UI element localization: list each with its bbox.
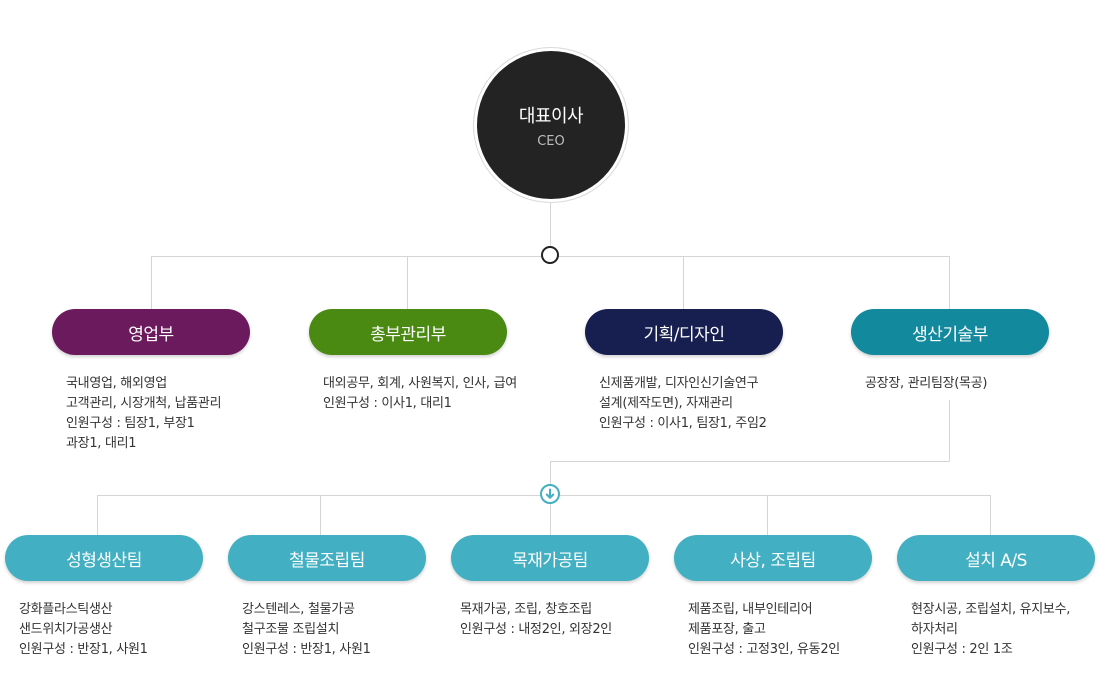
dept-planning-design-desc: 신제품개발, 디자인신기술연구 설계(제작도면), 자재관리 인원구성 : 이사… bbox=[599, 374, 767, 434]
circle-node-icon bbox=[541, 246, 559, 264]
team-installation-label: 설치 A/S bbox=[965, 550, 1027, 571]
dept-admin-line: 대외공무, 회계, 사원복지, 인사, 급여 bbox=[323, 376, 517, 391]
dept-admin-line: 인원구성 : 이사1, 대리1 bbox=[323, 396, 452, 411]
arrow-down-glyph bbox=[545, 488, 555, 499]
team-wood-line: 인원구성 : 내정2인, 외장2인 bbox=[460, 622, 612, 637]
dept-sales: 영업부 bbox=[52, 309, 250, 355]
team-installation-line: 현장시공, 조립설치, 유지보수, bbox=[911, 602, 1071, 617]
dept-admin-desc: 대외공무, 회계, 사원복지, 인사, 급여 인원구성 : 이사1, 대리1 bbox=[323, 374, 517, 414]
team-steel-line: 강스텐레스, 철물가공 bbox=[242, 602, 355, 617]
dept-production: 생산기술부 bbox=[851, 309, 1049, 355]
team-wood-line: 목재가공, 조립, 창호조립 bbox=[460, 602, 592, 617]
dept-planning-design: 기획/디자인 bbox=[585, 309, 783, 355]
dept-sales-line: 국내영업, 해외영업 bbox=[66, 376, 167, 391]
dept-planning-design-line: 신제품개발, 디자인신기술연구 bbox=[599, 376, 759, 391]
team-installation-desc: 현장시공, 조립설치, 유지보수, 하자처리 인원구성 : 2인 1조 bbox=[911, 600, 1070, 660]
team-assembly-label: 사상, 조립팀 bbox=[730, 550, 816, 571]
dept-planning-design-label: 기획/디자인 bbox=[643, 324, 725, 345]
dept-admin-label: 총부관리부 bbox=[370, 324, 446, 345]
dept-admin: 총부관리부 bbox=[309, 309, 507, 355]
team-steel-desc: 강스텐레스, 철물가공 철구조물 조립설치 인원구성 : 반장1, 사원1 bbox=[242, 600, 371, 660]
dept-sales-line: 고객관리, 시장개척, 납품관리 bbox=[66, 396, 222, 411]
ceo-title: 대표이사 bbox=[518, 105, 584, 127]
dept-sales-label: 영업부 bbox=[128, 324, 174, 345]
team-molding-line: 인원구성 : 반장1, 사원1 bbox=[19, 642, 148, 657]
team-assembly: 사상, 조립팀 bbox=[674, 535, 872, 581]
team-steel-label: 철물조립팀 bbox=[289, 550, 365, 571]
team-installation: 설치 A/S bbox=[897, 535, 1095, 581]
dept-sales-line: 인원구성 : 팀장1, 부장1 bbox=[66, 416, 195, 431]
team-steel-line: 인원구성 : 반장1, 사원1 bbox=[242, 642, 371, 657]
team-wood-label: 목재가공팀 bbox=[512, 550, 588, 571]
team-molding-desc: 강화플라스틱생산 샌드위치가공생산 인원구성 : 반장1, 사원1 bbox=[19, 600, 148, 660]
team-installation-line: 하자처리 bbox=[911, 622, 958, 637]
dept-sales-desc: 국내영업, 해외영업 고객관리, 시장개척, 납품관리 인원구성 : 팀장1, … bbox=[66, 374, 222, 454]
arrow-down-circle-icon bbox=[540, 484, 560, 504]
team-wood: 목재가공팀 bbox=[451, 535, 649, 581]
team-assembly-line: 인원구성 : 고정3인, 유동2인 bbox=[688, 642, 840, 657]
team-molding-line: 샌드위치가공생산 bbox=[19, 622, 113, 637]
dept-production-desc: 공장장, 관리팀장(목공) bbox=[865, 374, 987, 394]
team-steel: 철물조립팀 bbox=[228, 535, 426, 581]
team-assembly-line: 제품조립, 내부인테리어 bbox=[688, 602, 813, 617]
team-molding: 성형생산팀 bbox=[5, 535, 203, 581]
team-steel-line: 철구조물 조립설치 bbox=[242, 622, 340, 637]
team-installation-line: 인원구성 : 2인 1조 bbox=[911, 642, 1013, 657]
dept-production-line: 공장장, 관리팀장(목공) bbox=[865, 376, 988, 391]
team-molding-label: 성형생산팀 bbox=[66, 550, 142, 571]
ceo-node: 대표이사 CEO bbox=[477, 51, 625, 199]
dept-production-label: 생산기술부 bbox=[912, 324, 988, 345]
dept-planning-design-line: 인원구성 : 이사1, 팀장1, 주임2 bbox=[599, 416, 767, 431]
team-assembly-desc: 제품조립, 내부인테리어 제품포장, 출고 인원구성 : 고정3인, 유동2인 bbox=[688, 600, 840, 660]
team-wood-desc: 목재가공, 조립, 창호조립 인원구성 : 내정2인, 외장2인 bbox=[460, 600, 612, 640]
ceo-subtitle: CEO bbox=[537, 133, 565, 149]
dept-sales-line: 과장1, 대리1 bbox=[66, 436, 137, 451]
team-assembly-line: 제품포장, 출고 bbox=[688, 622, 766, 637]
team-molding-line: 강화플라스틱생산 bbox=[19, 602, 113, 617]
dept-planning-design-line: 설계(제작도면), 자재관리 bbox=[599, 396, 733, 411]
